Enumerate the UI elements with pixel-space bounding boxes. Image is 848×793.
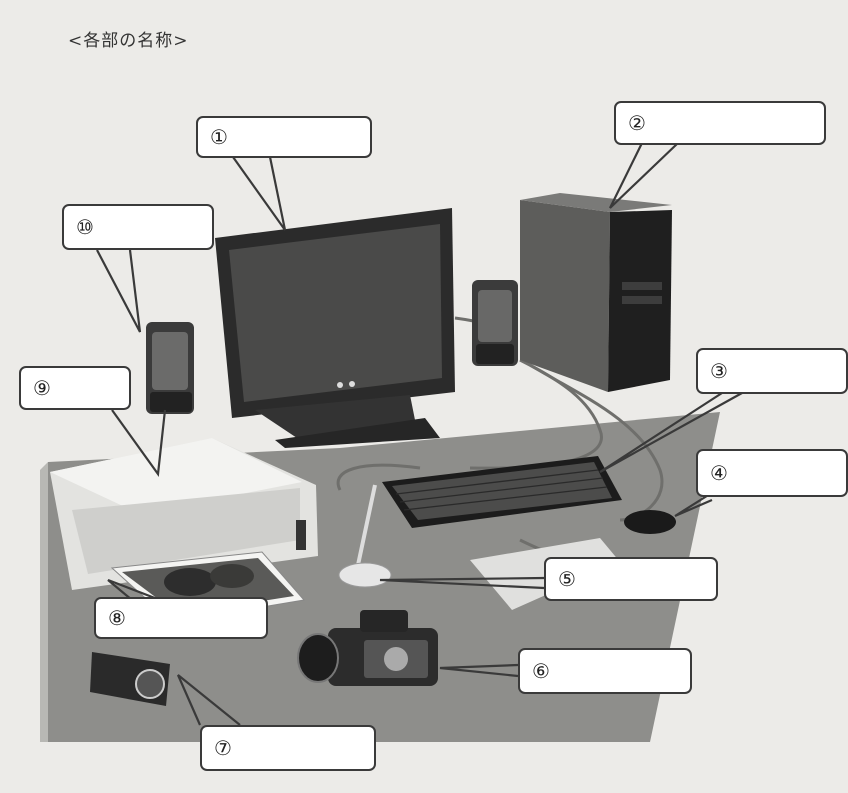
keyboard [382, 456, 622, 528]
left-speaker [146, 322, 194, 414]
callout-5: ⑤ [544, 557, 718, 601]
callout-9: ⑨ [19, 366, 131, 410]
microphone [338, 484, 392, 588]
tower-pc [520, 193, 672, 392]
callout-1: ① [196, 116, 372, 158]
callout-number: ⑩ [76, 215, 94, 239]
callout-number: ⑨ [33, 376, 51, 400]
callout-10: ⑩ [62, 204, 214, 250]
mouse [624, 510, 676, 534]
callout-4: ④ [696, 449, 848, 497]
callout-6: ⑥ [518, 648, 692, 694]
page-title: <各部の名称> [68, 31, 189, 51]
video-camera [297, 610, 438, 686]
callout-2: ② [614, 101, 826, 145]
callout-number: ⑦ [214, 736, 232, 760]
callout-number: ⑥ [532, 659, 550, 683]
callout-number: ① [210, 125, 228, 149]
callout-8: ⑧ [94, 597, 268, 639]
callout-7: ⑦ [200, 725, 376, 771]
callout-number: ④ [710, 461, 728, 485]
callout-number: ⑤ [558, 567, 576, 591]
callout-number: ③ [710, 359, 728, 383]
monitor [215, 208, 455, 448]
callout-number: ⑧ [108, 606, 126, 630]
callout-leader-lines [96, 142, 743, 726]
right-speaker [472, 280, 518, 366]
callout-3: ③ [696, 348, 848, 394]
printer [50, 438, 318, 590]
callout-number: ② [628, 111, 646, 135]
digital-camera [90, 652, 170, 706]
